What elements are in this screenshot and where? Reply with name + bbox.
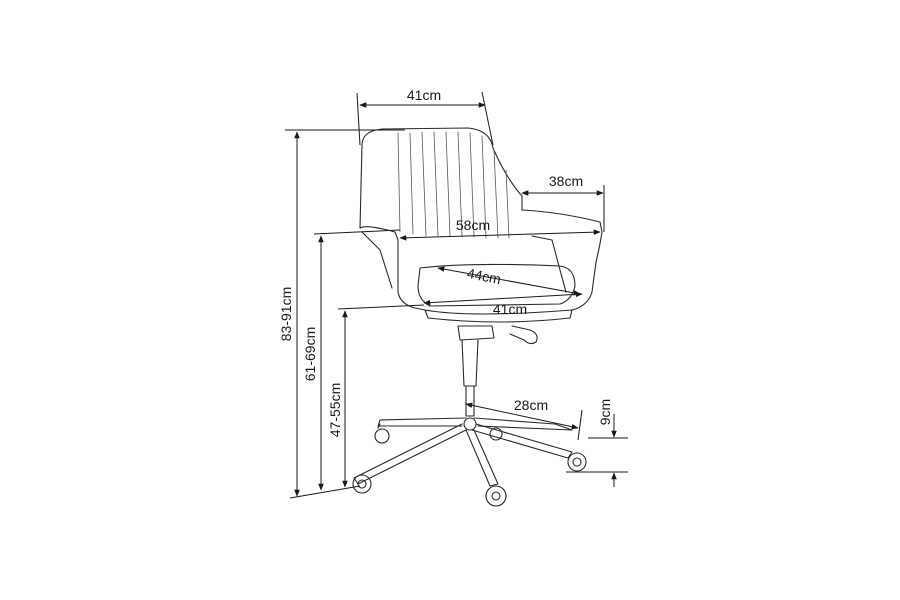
dim-seat-width [423, 291, 583, 306]
chair-illustration [352, 127, 603, 507]
gas-cylinder [465, 385, 475, 417]
caster-front-center [485, 485, 507, 507]
backrest-stitching [397, 131, 510, 239]
backrest-outline [361, 127, 523, 211]
height-lever [509, 325, 538, 345]
backrest-left-edge [359, 144, 363, 229]
dimension-labels: 41cm 38cm 58cm 44cm 41cm 28cm 9cm 83-91c… [278, 87, 613, 437]
right-armrest-inner [531, 235, 567, 293]
caster-front-right [567, 452, 587, 472]
mechanism-plate [457, 325, 495, 341]
seat-front [424, 309, 573, 323]
right-armrest-outline [521, 209, 603, 311]
label-seat-height: 47-55cm [327, 383, 343, 437]
label-overall-width: 58cm [456, 217, 490, 233]
dim-floor-line [289, 485, 361, 499]
label-seat-width: 41cm [493, 301, 527, 317]
label-base-radius: 28cm [514, 397, 548, 413]
label-caster-height: 9cm [597, 399, 613, 425]
dim-seat-depth [437, 266, 581, 296]
label-overall-height: 83-91cm [278, 287, 294, 341]
dim-ext-backrest-right [481, 91, 494, 146]
label-armrest-depth: 38cm [549, 173, 583, 189]
left-armrest-front [361, 231, 393, 289]
caster-front-left [352, 474, 372, 494]
dim-ext-seat [337, 304, 425, 310]
gas-cylinder-cover [461, 339, 479, 387]
casters [352, 423, 587, 507]
label-backrest-width: 41cm [407, 87, 441, 103]
dimension-lines [285, 91, 628, 499]
dim-ext-base [577, 409, 583, 441]
caster-back-left [374, 423, 390, 444]
dim-overall-width [399, 229, 601, 241]
dim-ext-armrest [313, 229, 401, 235]
dim-ext-backrest-left [356, 92, 361, 146]
label-seat-depth: 44cm [466, 265, 503, 287]
label-armrest-height: 61-69cm [302, 327, 318, 381]
dim-base-radius [465, 402, 579, 430]
star-base [353, 417, 573, 487]
